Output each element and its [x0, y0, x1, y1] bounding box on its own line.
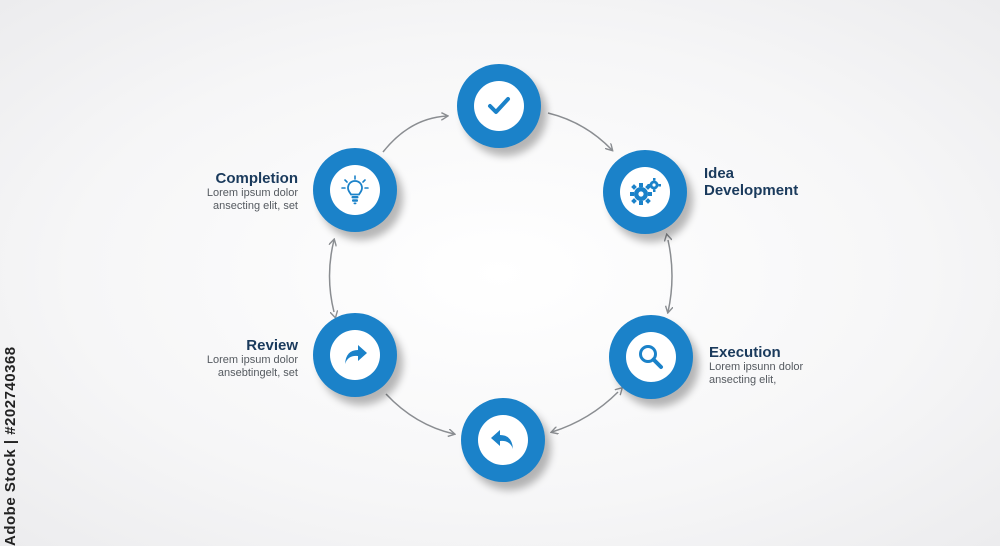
stock-watermark: Adobe Stock | #202740368 — [2, 346, 19, 546]
step-title: Idea — [704, 165, 735, 182]
magnifier-icon — [639, 345, 663, 369]
arrow-completion-to-top — [382, 116, 447, 153]
lightbulb-icon — [341, 175, 369, 205]
step-title: Development — [704, 182, 799, 199]
label-idea-development: Idea Development — [704, 165, 844, 199]
step-node-idea-development — [603, 150, 687, 234]
step-desc-line: ansecting elit, — [709, 374, 777, 386]
step-desc-line: ansecting elit, set — [213, 200, 298, 212]
gears-icon — [630, 178, 661, 205]
step-title: Review — [246, 337, 298, 354]
step-title: Completion — [215, 170, 299, 187]
arrow-execution-bottom — [552, 392, 618, 432]
step-node-bottom — [461, 398, 545, 482]
undo-arrow-icon — [491, 430, 513, 449]
label-completion: Completion Lorem ipsum dolor ansecting e… — [160, 170, 298, 213]
step-node-completion — [313, 148, 397, 232]
step-desc-line: Lorem ipsum dolor — [206, 187, 298, 199]
arrow-review-to-bottom — [385, 393, 454, 434]
step-title: Execution — [709, 344, 781, 361]
label-execution: Execution Lorem ipsunn dolor ansecting e… — [709, 344, 859, 387]
step-node-review — [313, 313, 397, 397]
step-desc-line: Lorem ipsum dolor — [206, 354, 298, 366]
redo-arrow-icon — [345, 345, 367, 364]
step-node-execution — [609, 315, 693, 399]
step-desc-line: Lorem ipsunn dolor — [709, 361, 804, 373]
arrow-top-to-idea — [547, 112, 612, 150]
step-desc-line: ansebtingelt, set — [217, 367, 298, 379]
check-icon — [488, 97, 510, 114]
arrow-review-completion — [330, 240, 335, 312]
label-review: Review Lorem ipsum dolor ansebtingelt, s… — [160, 337, 298, 380]
arrow-idea-execution — [668, 240, 672, 312]
step-node-top — [457, 64, 541, 148]
